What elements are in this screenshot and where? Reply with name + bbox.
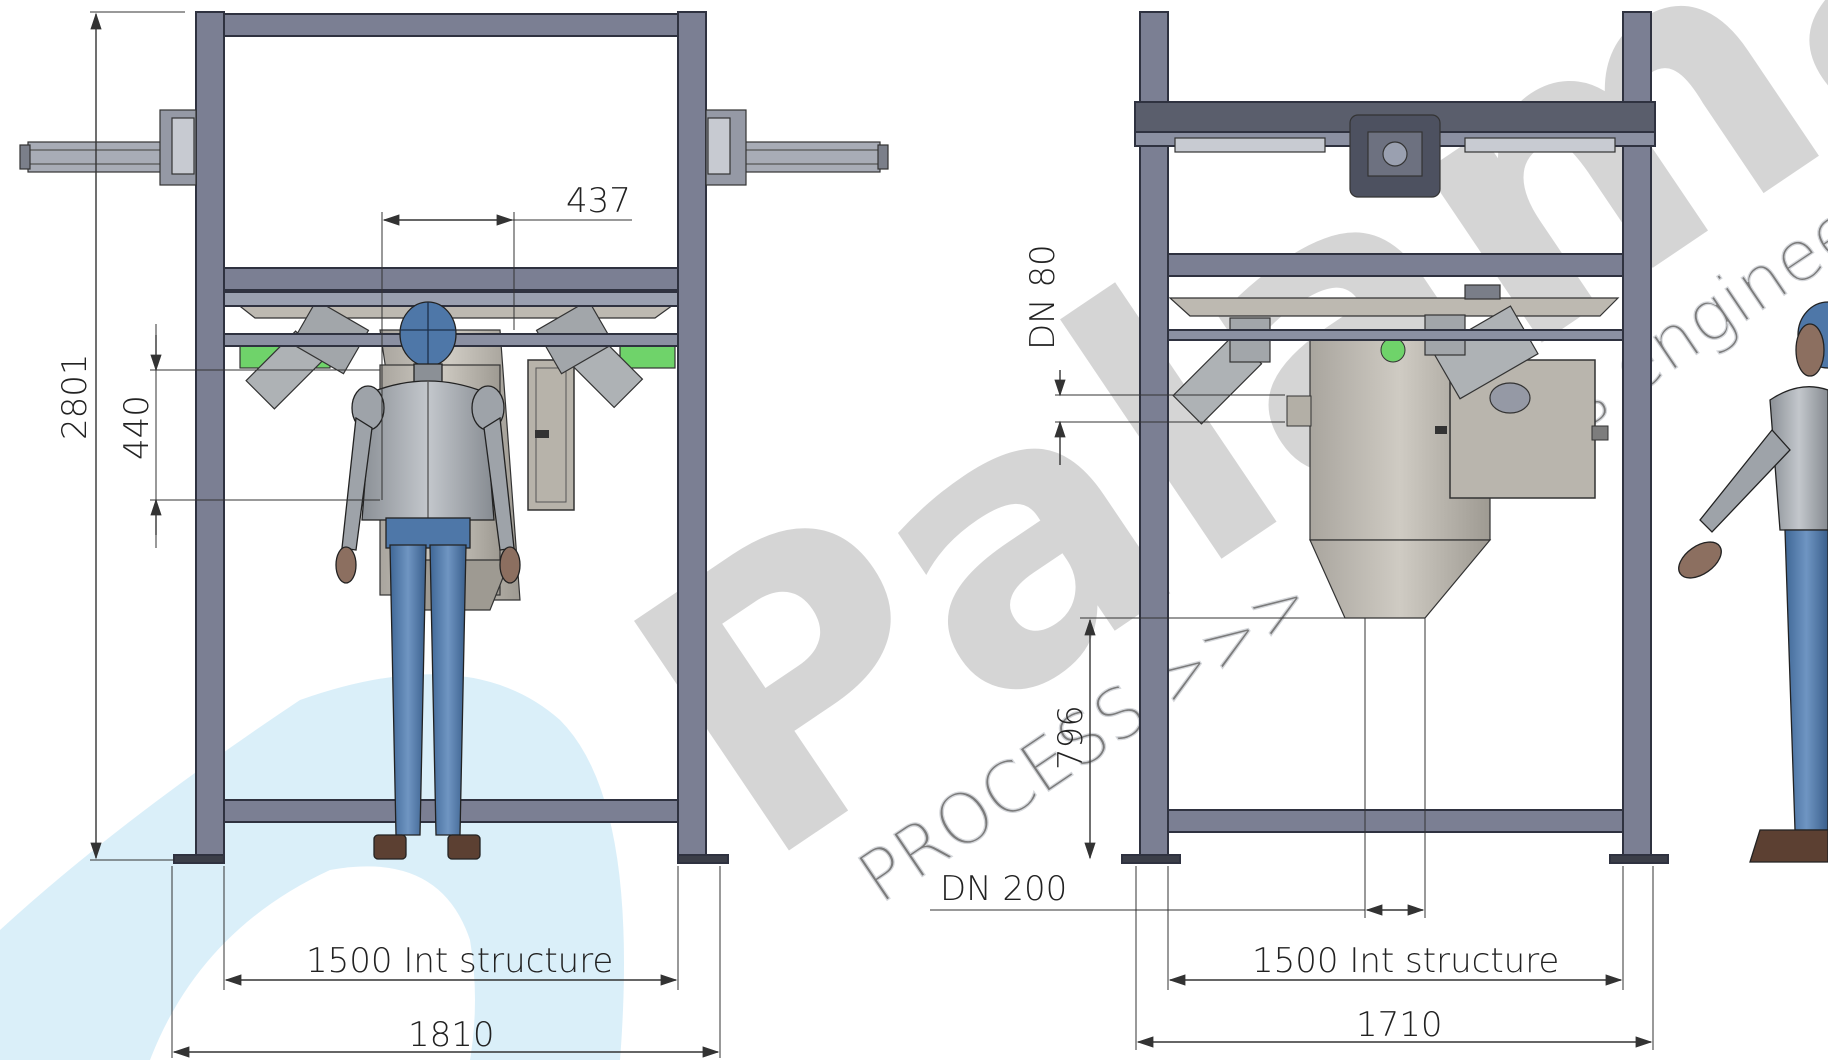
left-elevation-view: 437 2801 440 1500 Int structure 1810 <box>19 11 889 1058</box>
left-frame <box>173 11 729 864</box>
right-top-rails <box>1174 114 1616 198</box>
right-platform-plate <box>1168 297 1620 317</box>
dim-label-dn80: DN 80 <box>1023 244 1063 350</box>
right-dimension-lines <box>930 370 1654 1050</box>
watermark-logo-shape-inner <box>150 866 475 1060</box>
left-dimension-lines <box>90 11 721 1058</box>
dim-label-437: 437 <box>566 181 631 221</box>
dim-label-2801: 2801 <box>55 353 95 440</box>
right-elevation-view: DN 80 796 DN 200 1500 Int structure 1710 <box>930 11 1828 1050</box>
dim-label-dn200: DN 200 <box>940 869 1067 909</box>
left-human-figure <box>335 301 521 860</box>
dim-label-right-internal: 1500 Int structure <box>1252 941 1559 981</box>
dim-label-left-internal: 1500 Int structure <box>306 941 613 981</box>
dim-label-440: 440 <box>117 395 157 460</box>
right-human-figure <box>1678 301 1828 863</box>
dim-label-796: 796 <box>1051 705 1091 770</box>
left-side-cylinder-right <box>705 109 889 186</box>
dim-label-1710: 1710 <box>1356 1005 1443 1045</box>
left-side-cylinder-left <box>19 109 197 186</box>
dim-label-1810: 1810 <box>408 1015 495 1055</box>
